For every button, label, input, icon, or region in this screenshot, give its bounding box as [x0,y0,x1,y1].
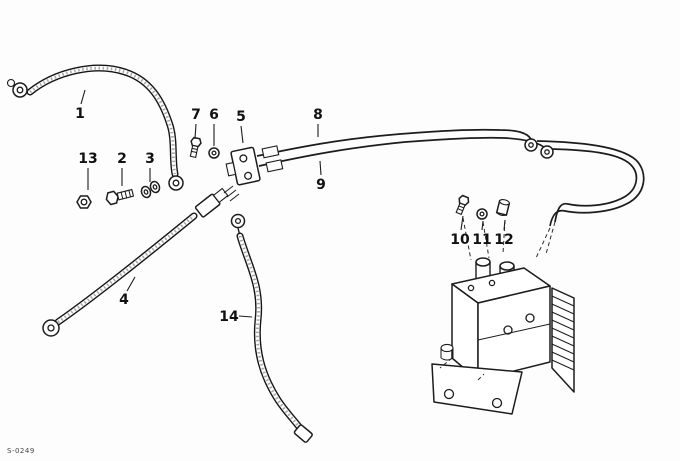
distributor-block-5 [225,146,261,186]
part-label-2: 2 [117,151,127,167]
part-label-1: 1 [75,106,85,122]
abs-unit [431,217,575,415]
part-label-13: 13 [78,151,97,167]
bolt-7 [189,136,202,159]
part-label-4: 4 [119,292,129,308]
hose-1 [6,64,184,191]
part-label-5: 5 [236,109,246,125]
part-label-7: 7 [191,107,201,123]
part-label-12: 12 [494,232,513,248]
abs-side-cylinder [440,343,454,361]
bolt-2 [105,188,135,206]
diagram-plate-code: S-0249 [7,447,35,455]
part-label-10: 10 [450,232,470,248]
bolt-10 [455,194,470,216]
part-label-9: 9 [316,177,326,193]
part-label-14: 14 [219,309,239,325]
part-label-3: 3 [145,151,155,167]
washer-6 [208,147,220,159]
part-label-6: 6 [209,107,219,123]
pipe-union [261,145,280,159]
pipe-union [265,159,284,173]
washer-11 [476,208,488,220]
hose-14-end-fitting [293,424,313,443]
washers-3 [140,180,161,199]
leader-lines [80,89,506,318]
hose-4 [42,185,240,337]
nut-13 [76,195,92,209]
abs-fin-plate [551,287,575,393]
part-label-8: 8 [313,107,323,123]
hose-14 [230,213,313,443]
pipes-8-9 [256,128,645,227]
part-label-11: 11 [472,232,491,248]
sleeve-12 [495,199,511,217]
abs-mounting-plate [431,357,523,415]
abs-body-right [477,285,551,381]
banjo-bolt-head [6,78,16,88]
hose-4-union [194,187,229,218]
